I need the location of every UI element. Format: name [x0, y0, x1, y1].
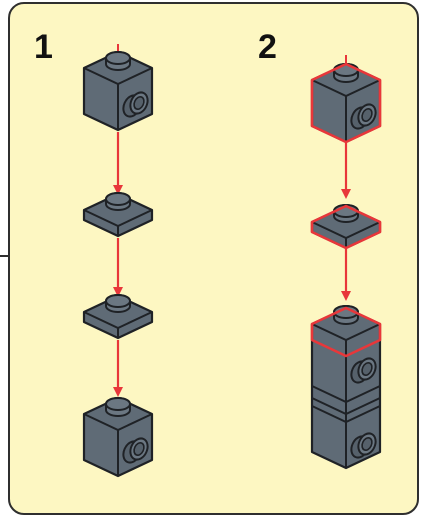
stacked-tower: [310, 305, 382, 470]
step-1-number: 1: [34, 28, 53, 66]
cube-brick-highlighted: [310, 62, 382, 144]
cube-brick-top: [82, 50, 154, 132]
page-edge-line: [0, 255, 10, 257]
plate-highlighted: [310, 203, 382, 250]
step-1-assembly: [82, 44, 154, 478]
plate-upper: [82, 191, 154, 238]
plate-lower: [82, 293, 154, 340]
step-2-assembly: [310, 55, 382, 470]
cube-brick-bottom: [82, 396, 154, 478]
step-2-number: 2: [258, 28, 277, 66]
